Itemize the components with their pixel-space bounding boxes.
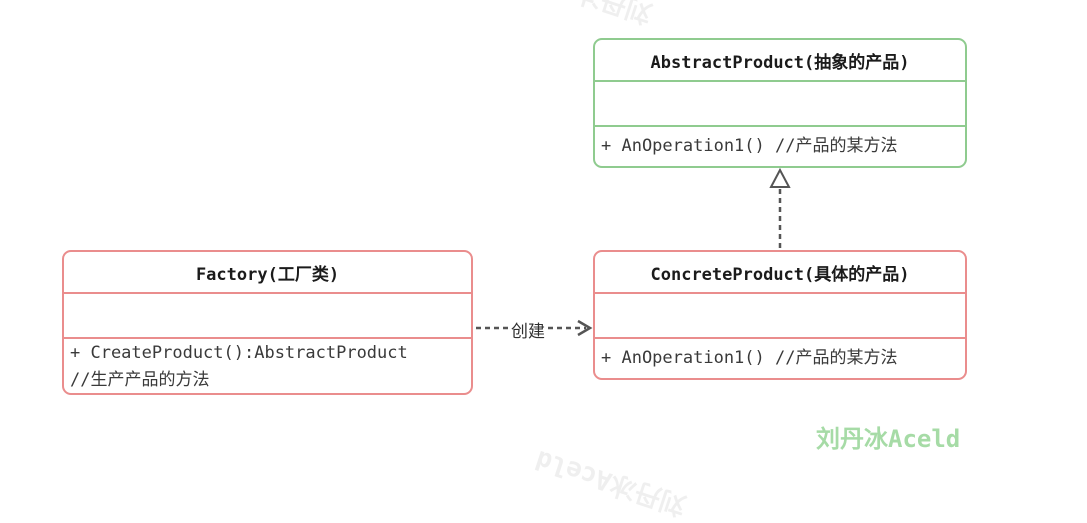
realization-arrowhead xyxy=(769,167,791,188)
class-title-abstract-product: AbstractProduct(抽象的产品) xyxy=(650,52,910,73)
dependency-arrowhead xyxy=(577,319,593,337)
class-box-concrete-product: ConcreteProduct(具体的产品) + AnOperation1() … xyxy=(593,250,967,380)
class-methods-abstract-product: + AnOperation1() //产品的某方法 xyxy=(595,125,965,166)
method-line: + AnOperation1() //产品的某方法 xyxy=(601,348,898,368)
class-box-factory: Factory(工厂类) + CreateProduct():AbstractP… xyxy=(62,250,473,395)
class-title-factory: Factory(工厂类) xyxy=(195,264,340,285)
class-methods-concrete-product: + AnOperation1() //产品的某方法 xyxy=(595,337,965,378)
class-attributes-factory xyxy=(64,292,471,337)
method-line: + CreateProduct():AbstractProduct xyxy=(70,343,408,363)
author-watermark: 刘丹冰Aceld xyxy=(816,425,961,453)
class-attributes-abstract-product xyxy=(595,80,965,125)
class-methods-factory: + CreateProduct():AbstractProduct //生产产品… xyxy=(64,337,471,395)
method-comment-line: //生产产品的方法 xyxy=(70,370,210,390)
faint-watermark-top: 刘丹冰Aceld xyxy=(496,0,656,34)
create-relation-label: 创建 xyxy=(508,317,548,342)
class-title-concrete-product: ConcreteProduct(具体的产品) xyxy=(650,264,910,285)
faint-watermark-bottom: 刘丹冰Aceld xyxy=(531,443,690,521)
class-attributes-concrete-product xyxy=(595,292,965,337)
method-line: + AnOperation1() //产品的某方法 xyxy=(601,136,898,156)
class-box-abstract-product: AbstractProduct(抽象的产品) + AnOperation1() … xyxy=(593,38,967,168)
